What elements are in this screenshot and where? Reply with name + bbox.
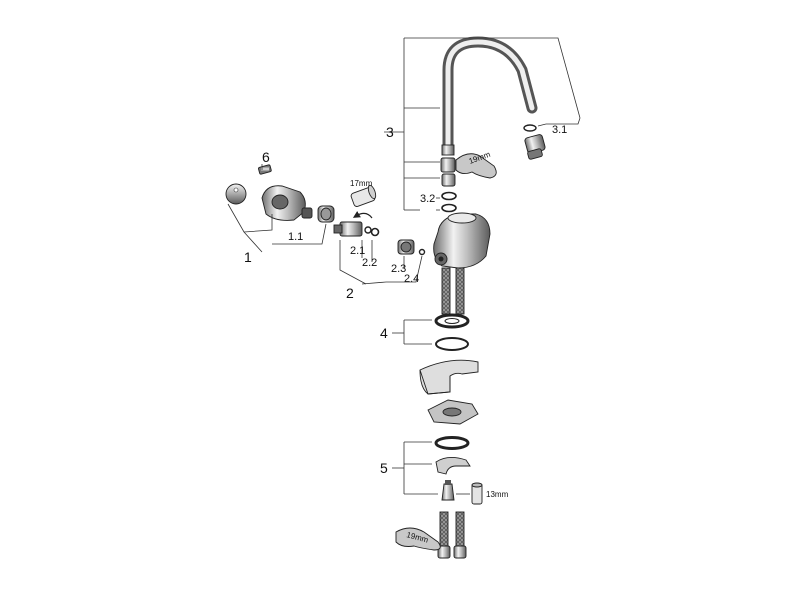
label-2-2: 2.2 (362, 257, 377, 269)
body-top-opening (447, 212, 477, 224)
label-1: 1 (244, 249, 252, 265)
label-3-1: 3.1 (552, 124, 567, 136)
bracket-1: 6 1.1 1 (227, 149, 327, 265)
spout-assembly (440, 36, 546, 213)
cartridge-assembly: 17mm (333, 179, 426, 256)
washer-2-2b (370, 227, 380, 237)
hose-left (441, 267, 451, 315)
handle-lever-socket (271, 194, 289, 210)
socket-13mm-size: 13mm (486, 490, 509, 499)
spout-base-fitting (441, 144, 455, 156)
label-2-1: 2.1 (350, 245, 365, 257)
cartridge-2-1 (339, 221, 363, 237)
bracket-3: 3 3.1 3.2 (384, 37, 581, 211)
label-2-3: 2.3 (391, 263, 406, 275)
wrench-bottom-shape (395, 527, 441, 551)
supply-hose-left (439, 511, 449, 549)
label-3: 3 (386, 124, 394, 140)
spout-nut (440, 157, 456, 173)
ring-2-4 (418, 248, 426, 256)
seals-4: 4 (380, 313, 470, 351)
washer-5a (434, 436, 470, 450)
socket-17mm-size: 17mm (350, 179, 373, 188)
aerator-washer (523, 124, 537, 132)
stud-5c-cap (445, 480, 451, 485)
label-2: 2 (346, 285, 354, 301)
stud-5c (441, 483, 455, 501)
bracket-2: 2.1 2.2 2.3 2.4 2 (339, 240, 423, 301)
washer-2-2 (364, 226, 372, 234)
label-2-4: 2.4 (404, 273, 419, 285)
socket-17mm-end (367, 184, 377, 200)
body-port-hole (438, 256, 444, 262)
c-washer-5b (435, 457, 471, 475)
wrench-19mm-bottom: 19mm (395, 527, 441, 551)
rotate-arrow (352, 211, 373, 219)
o-ring-4b (435, 337, 469, 351)
hose-nut-left (437, 545, 451, 559)
handle-assembly (225, 164, 335, 223)
handle-insert (301, 207, 313, 219)
seat-2-3-face (400, 241, 412, 253)
wrench-19mm-top: 19mm (455, 150, 497, 179)
label-6: 6 (262, 149, 270, 165)
label-4: 4 (380, 325, 388, 341)
hose-right (455, 267, 465, 315)
fixing-5: 13mm 5 (380, 436, 509, 505)
label-5: 5 (380, 460, 388, 476)
mounting-shell (419, 359, 479, 425)
horseshoe-shell (419, 359, 479, 395)
seal-4a-inner (444, 318, 460, 324)
label-3-2: 3.2 (420, 193, 435, 205)
aerator-tip (527, 148, 543, 160)
adapter-1-1-face (320, 207, 332, 221)
handle-knob (225, 183, 247, 205)
o-ring-3-2b (441, 203, 457, 213)
wrench-top-shape (455, 153, 497, 179)
label-1-1: 1.1 (288, 231, 303, 243)
supply-hoses (437, 511, 467, 559)
mixer-body (433, 212, 491, 315)
hose-nut-right (453, 545, 467, 559)
handle-knob-dot (233, 187, 239, 193)
horseshoe-shell-front (419, 369, 451, 395)
socket-13mm-top (471, 482, 483, 488)
o-ring-3-2a (441, 191, 457, 201)
spout-tube-highlight (445, 39, 535, 151)
spout-tube (442, 36, 538, 154)
supply-hose-right (455, 511, 465, 549)
hex-plate-hole (442, 407, 462, 417)
cartridge-2-1-stem (333, 224, 343, 234)
cap-6-inner (261, 167, 269, 171)
spout-nut-ring (441, 173, 456, 187)
